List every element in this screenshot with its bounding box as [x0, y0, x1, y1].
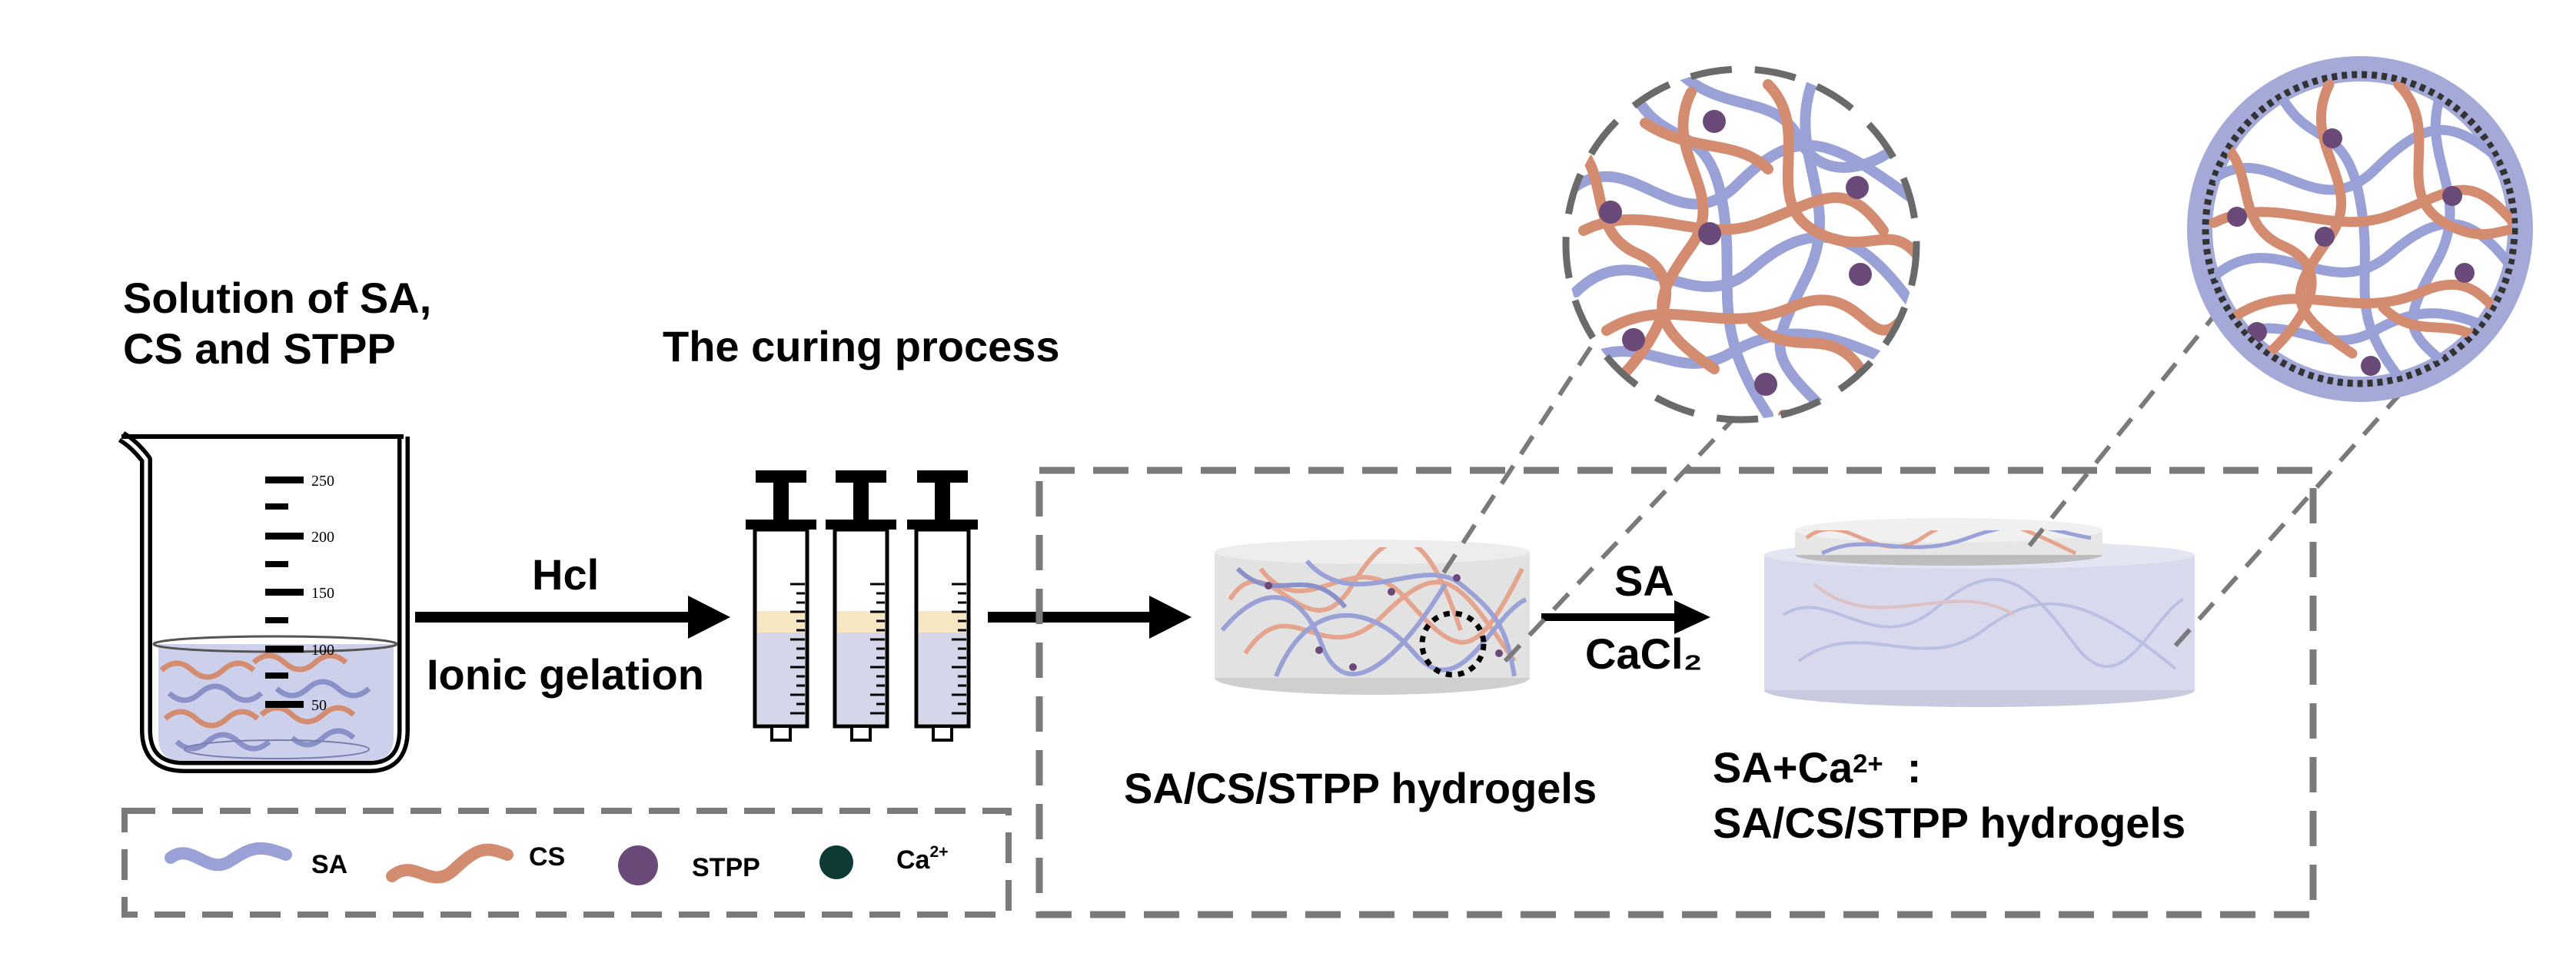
legend-label-stpp: STPP: [692, 853, 760, 882]
syringe-3: [907, 470, 978, 742]
scale-label-100: 100: [311, 642, 334, 659]
step1-bottom-label: Ionic gelation: [427, 650, 704, 699]
legend-frame: [121, 808, 1012, 918]
beaker-scale: 250 200 150 100 50: [265, 473, 334, 714]
hydrogel-disc-2: [1764, 518, 2195, 707]
step2-top-label: SA: [1614, 556, 1674, 605]
legend-label-cs: CS: [529, 842, 566, 872]
step2-bottom-label-main: CaCl: [1585, 629, 1684, 678]
syringe-1: [746, 470, 816, 742]
arrow-ionic-gelation: [415, 596, 730, 639]
hydrogel2-caption-prefix: SA+Ca: [1713, 743, 1853, 792]
legend-label-ca-main: Ca: [896, 845, 930, 875]
beaker-title-line2: CS and STPP: [123, 324, 396, 373]
legend-label-ca-sup: 2+: [929, 842, 949, 861]
zoom-guide-lines: [1441, 291, 2431, 663]
ca-dot-icon: [819, 845, 853, 879]
legend-label-ca: Ca2+: [896, 842, 949, 875]
network-zoom-circle-2: [2187, 56, 2533, 402]
legend-label-sa: SA: [311, 850, 348, 879]
legend-icons: [165, 842, 853, 885]
cs-fiber-icon: [386, 843, 514, 884]
beaker-solution: [158, 644, 394, 761]
scale-label-150: 150: [311, 585, 334, 602]
hydrogel2-caption-line1: SA+Ca2+ :: [1713, 740, 2185, 795]
hydrogel-disc-1: [1215, 540, 1530, 695]
sa-fiber-icon: [165, 842, 292, 872]
beaker-title: Solution of SA, CS and STPP: [123, 273, 431, 374]
hydrogel2-caption-sup: 2+: [1853, 749, 1883, 779]
step2-bottom-label-sub: ₂: [1683, 629, 1703, 678]
stpp-dot-icon: [618, 845, 658, 885]
hydrogel2-caption-suffix: :: [1883, 743, 1922, 792]
beaker: 250 200 150 100 50: [118, 431, 410, 773]
beaker-title-line1: Solution of SA,: [123, 274, 432, 322]
syringe-title: The curing process: [663, 322, 1060, 370]
hydrogel2-caption: SA+Ca2+ : SA/CS/STPP hydrogels: [1713, 740, 2185, 851]
arrow-to-hydrogel: [988, 596, 1192, 639]
hydrogel2-caption-line2: SA/CS/STPP hydrogels: [1713, 799, 2186, 847]
step1-top-label: Hcl: [532, 550, 600, 599]
scale-label-250: 250: [311, 473, 334, 490]
syringe-group: [746, 470, 978, 742]
hydrogel1-caption: SA/CS/STPP hydrogels: [1124, 764, 1597, 812]
step2-bottom-label: CaCl₂: [1585, 629, 1702, 679]
syringe-2: [826, 470, 896, 742]
scale-label-200: 200: [311, 529, 334, 546]
network-zoom-circle-1: [1562, 65, 1920, 423]
scale-label-50: 50: [311, 697, 327, 714]
zoom-marker-circle: [1419, 610, 1487, 678]
arrow-sa-cacl2: [1541, 600, 1710, 634]
